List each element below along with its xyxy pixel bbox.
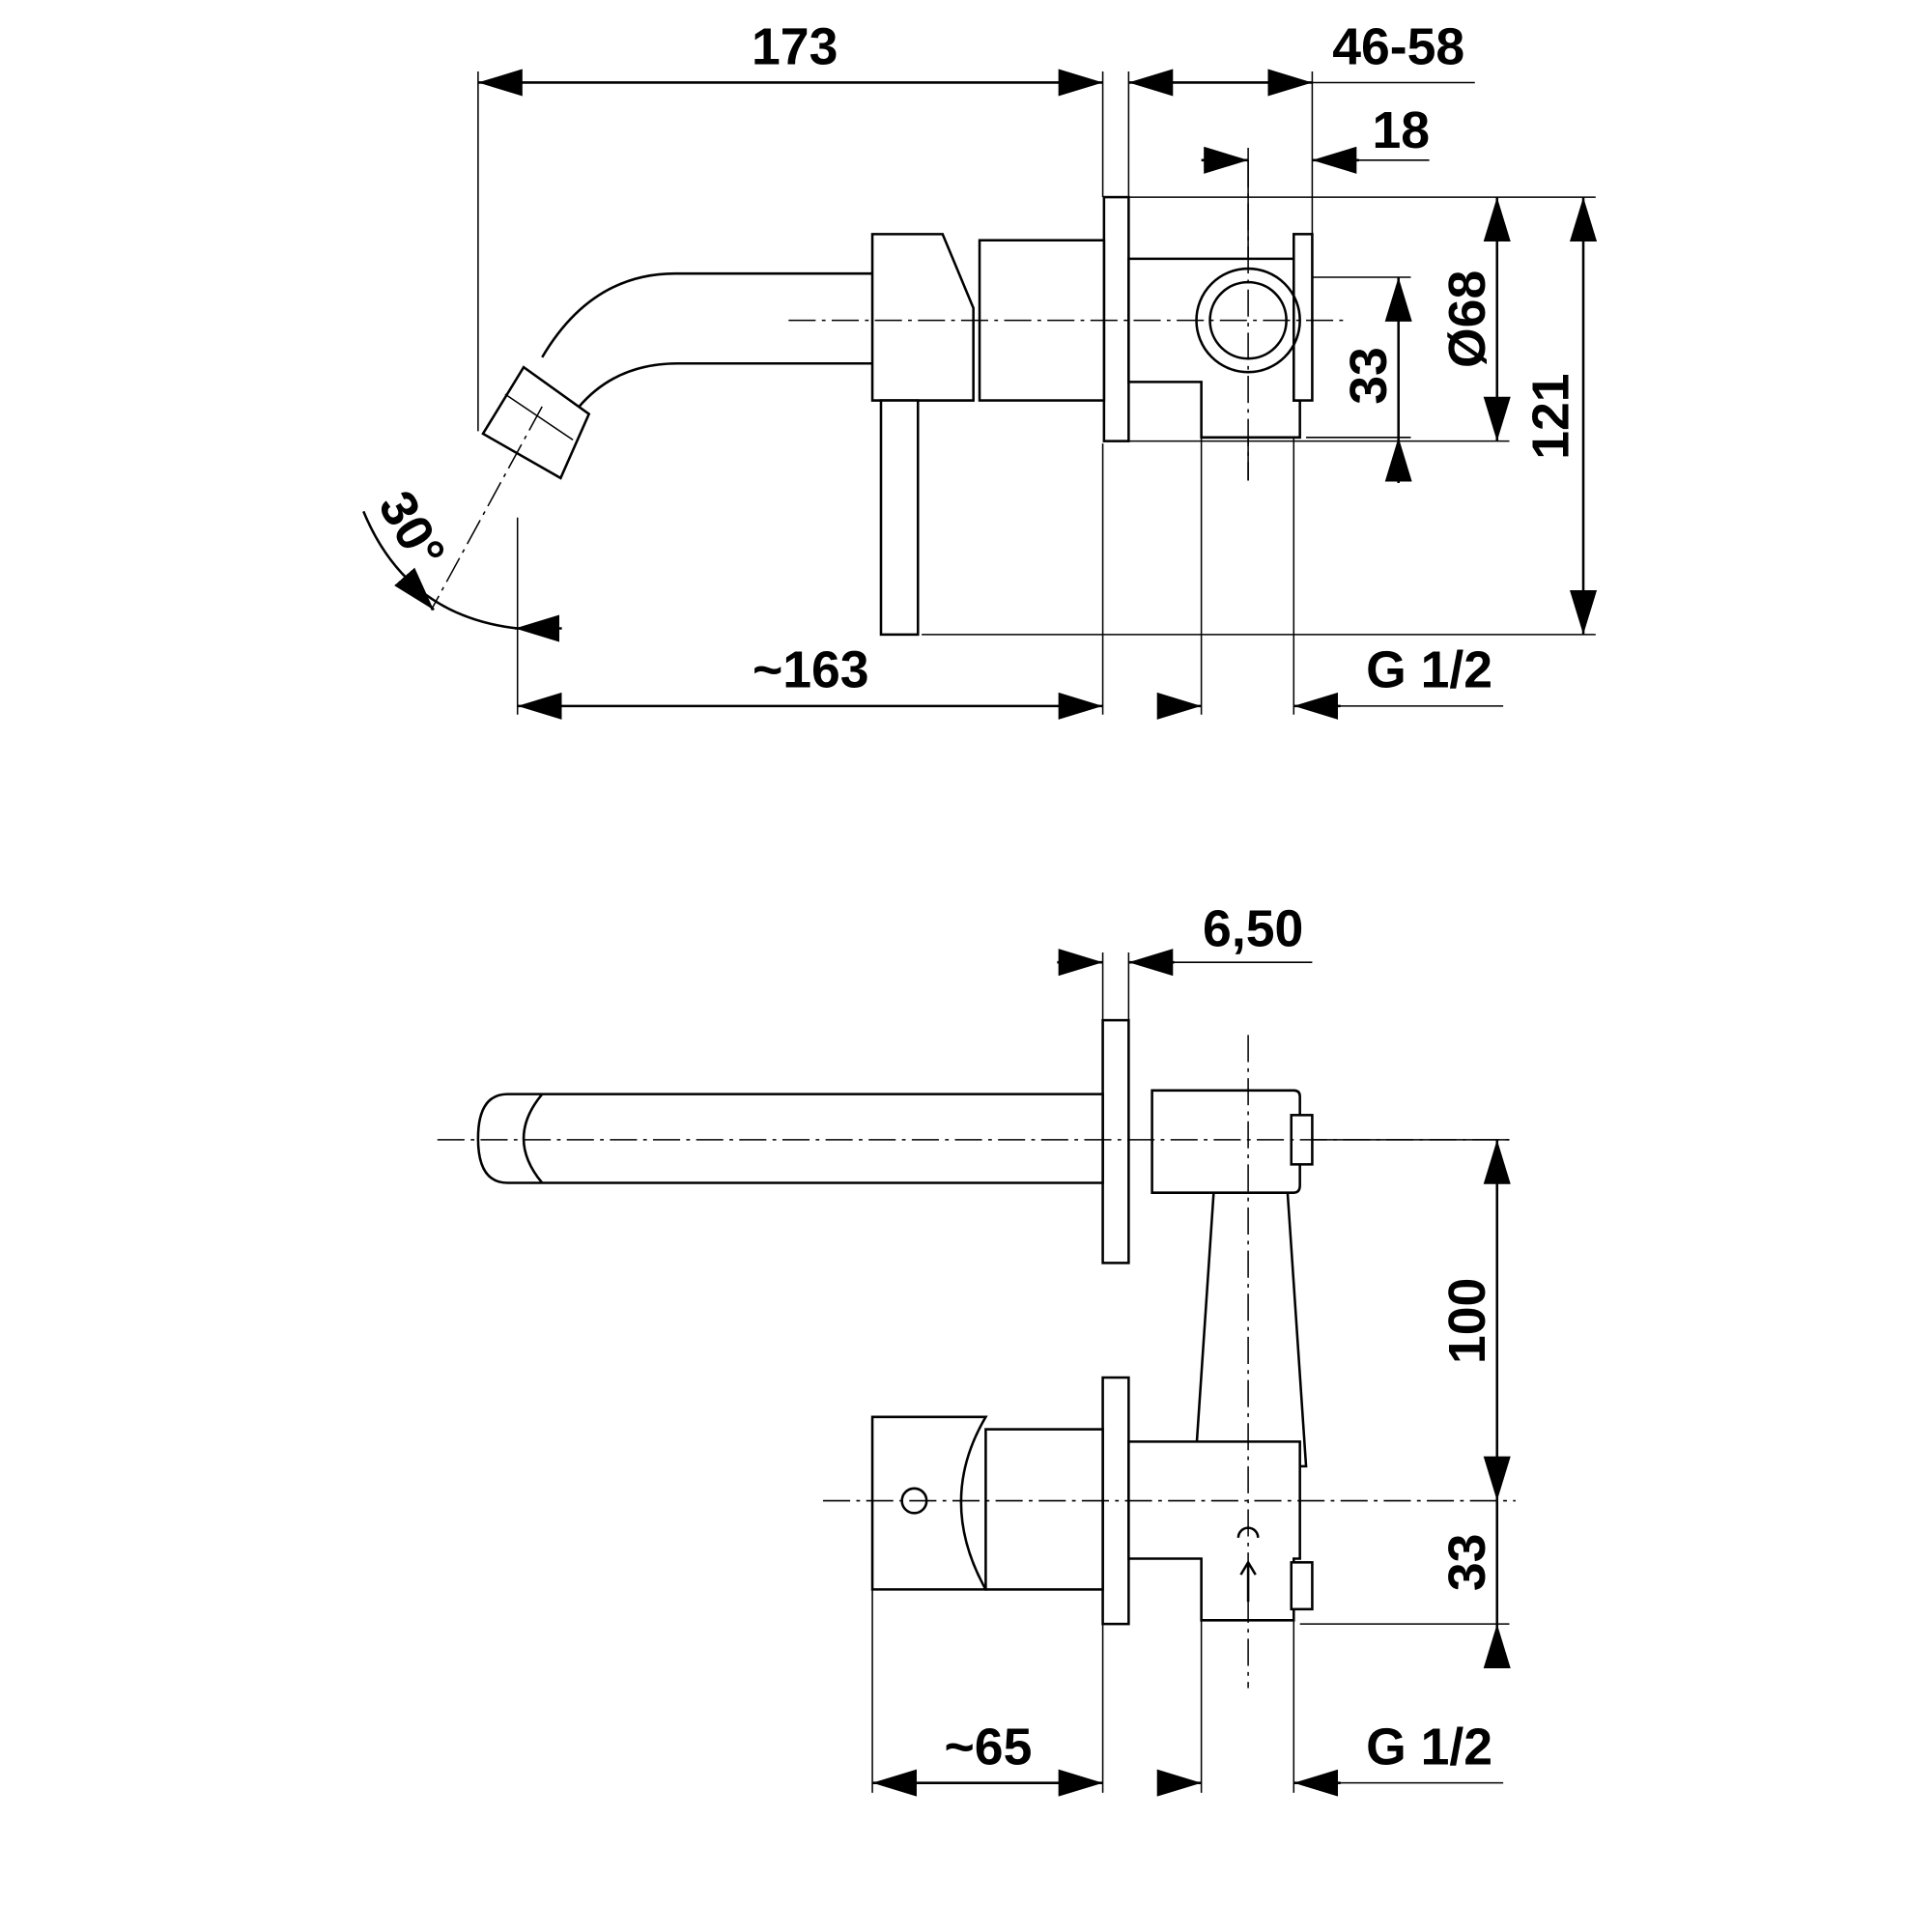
dim-label: 33 xyxy=(1341,347,1398,405)
dim-label: G 1/2 xyxy=(1366,642,1492,699)
dimension-46-58: 46-58 xyxy=(1128,18,1475,97)
extension-lines xyxy=(871,952,1510,1793)
mixer-body xyxy=(984,1428,1104,1591)
dimension-121: 121 xyxy=(1523,197,1598,635)
dimension-g12-bottom: G 1/2 xyxy=(1156,1719,1504,1797)
dim-label: 6,50 xyxy=(1203,901,1303,958)
handle xyxy=(870,1415,988,1591)
dim-label: 30° xyxy=(367,482,456,579)
mounting-bracket xyxy=(1293,233,1314,402)
dimension-33-bottom: 33 xyxy=(1439,1500,1511,1669)
dim-label: ~65 xyxy=(945,1719,1033,1776)
valve-body xyxy=(1127,1440,1301,1622)
dim-label: 33 xyxy=(1439,1534,1496,1592)
dimension-100: 100 xyxy=(1439,1139,1511,1501)
spout-tip-curve xyxy=(522,1093,544,1184)
faucet-side-view xyxy=(430,159,1344,637)
wall-plate xyxy=(1102,195,1130,442)
wall-plate-upper xyxy=(1101,1018,1130,1264)
lever xyxy=(879,399,920,637)
valve-body-tab xyxy=(1290,1561,1314,1611)
mixer-body xyxy=(978,239,1106,402)
spout-curve xyxy=(541,271,873,408)
dimension-angle-30: 30° xyxy=(362,482,562,642)
connecting-column xyxy=(1193,1191,1308,1468)
handle-cap xyxy=(870,233,975,402)
bottom-view: 6,50 100 33 ~65 G 1/2 xyxy=(437,901,1516,1797)
dim-label: 100 xyxy=(1439,1278,1496,1364)
spout xyxy=(476,1093,1104,1184)
dim-label: G 1/2 xyxy=(1366,1719,1492,1776)
dimension-33-top: 33 xyxy=(1341,276,1412,483)
spout-body xyxy=(1151,1089,1301,1194)
dimension-65: ~65 xyxy=(872,1719,1103,1797)
dimension-arrow xyxy=(394,567,435,611)
dim-label: 173 xyxy=(752,18,838,75)
top-view: 173 46-58 18 Ø68 121 33 xyxy=(362,18,1598,720)
dimension-6-50: 6,50 xyxy=(1057,901,1313,977)
dimension-g12-top: G 1/2 xyxy=(1156,642,1504,720)
dim-label: 18 xyxy=(1372,102,1430,159)
dimension-163: ~163 xyxy=(517,642,1103,720)
centerline-spout xyxy=(430,406,543,611)
faucet-top-view xyxy=(437,1018,1516,1689)
dim-label: ~163 xyxy=(753,642,869,699)
spout-nozzle xyxy=(481,365,591,480)
dim-label: 121 xyxy=(1523,373,1580,459)
nozzle-detail-line xyxy=(504,393,574,440)
dim-label: 46-58 xyxy=(1332,18,1464,75)
dimension-18: 18 xyxy=(1201,102,1430,174)
dimension-173: 173 xyxy=(477,18,1103,97)
dim-label: Ø68 xyxy=(1439,270,1496,368)
dimension-diameter-68: Ø68 xyxy=(1439,197,1511,441)
